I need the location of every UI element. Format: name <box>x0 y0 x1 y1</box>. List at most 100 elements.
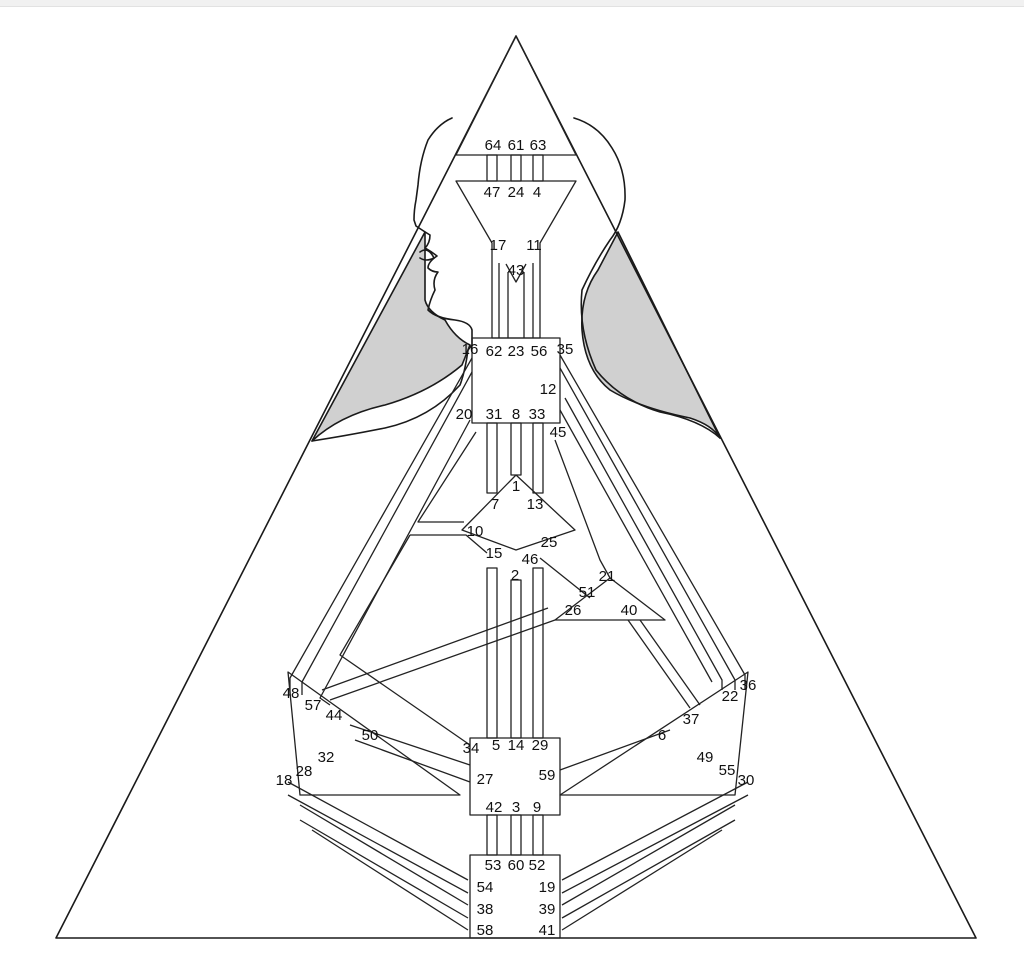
gate-label-55: 55 <box>719 762 736 779</box>
throat-center <box>471 337 561 424</box>
channel-35-36-a <box>559 354 746 690</box>
gate-label-61: 61 <box>508 137 525 154</box>
channel-18-58-a <box>287 794 469 894</box>
gate-label-35: 35 <box>557 341 574 358</box>
heart-center <box>554 577 666 621</box>
channel-9-52 <box>532 814 544 856</box>
channel-16-48-a <box>289 357 473 695</box>
top-bar <box>0 0 1024 7</box>
gate-label-32: 32 <box>318 749 335 766</box>
channel-32-54 <box>354 739 471 783</box>
channel-49-19-b <box>561 829 723 931</box>
solar-plexus-center <box>559 671 749 796</box>
channel-31-7 <box>486 422 498 494</box>
channel-46-29 <box>532 567 544 739</box>
channel-63-4 <box>532 154 544 182</box>
channel-20-57-a <box>319 419 471 706</box>
g-center <box>461 474 576 551</box>
gate-label-16: 16 <box>462 341 479 358</box>
channel-20-10 <box>417 431 477 523</box>
gate-label-58: 58 <box>477 922 494 939</box>
channel-3-60 <box>510 814 522 856</box>
gate-label-1: 1 <box>512 478 520 495</box>
channel-42-53 <box>486 814 498 856</box>
gate-label-52: 52 <box>529 857 546 874</box>
gate-label-11: 11 <box>526 237 542 254</box>
sacral-center <box>469 737 561 816</box>
channel-26-44-a <box>329 619 556 701</box>
channel-12-22-a <box>564 397 723 690</box>
gate-label-62: 62 <box>486 343 503 360</box>
gate-label-27: 27 <box>477 771 494 788</box>
gate-label-37: 37 <box>683 711 700 728</box>
channel-45-21 <box>554 439 611 579</box>
gate-label-26: 26 <box>565 602 582 619</box>
gate-label-53: 53 <box>485 857 502 874</box>
gate-label-63: 63 <box>530 137 547 154</box>
gate-label-23: 23 <box>508 343 525 360</box>
gate-label-28: 28 <box>296 763 313 780</box>
gate-label-25: 25 <box>541 534 558 551</box>
person-back <box>573 117 721 439</box>
gate-label-4: 4 <box>533 184 541 201</box>
person-lips <box>419 249 435 261</box>
channel-10-34 <box>339 534 471 746</box>
channel-64-47 <box>486 154 498 182</box>
channel-26-44-b <box>321 607 549 691</box>
gate-label-30: 30 <box>738 772 755 789</box>
gate-label-38: 38 <box>477 901 494 918</box>
gate-label-59: 59 <box>539 767 556 784</box>
channel-2-14 <box>510 579 522 739</box>
gate-label-17: 17 <box>490 237 507 254</box>
gate-label-6: 6 <box>658 727 666 744</box>
gate-label-60: 60 <box>508 857 525 874</box>
gate-label-56: 56 <box>531 343 548 360</box>
gate-label-36: 36 <box>740 677 757 694</box>
right-shoulder-shade <box>581 231 721 439</box>
channel-50-27 <box>349 724 471 766</box>
channel-8-1 <box>510 422 522 476</box>
channel-18-58-b <box>299 804 469 906</box>
channel-49-19-a <box>561 819 736 919</box>
channel-55-39-a <box>561 794 749 894</box>
channel-55-39-b <box>561 804 736 906</box>
gate-label-2: 2 <box>511 567 519 584</box>
gate-label-5: 5 <box>492 737 500 754</box>
gate-label-43: 43 <box>508 262 525 279</box>
gate-label-21: 21 <box>599 568 616 585</box>
gate-label-48: 48 <box>283 685 300 702</box>
ajna-center <box>455 180 577 339</box>
gate-label-41: 41 <box>539 922 556 939</box>
gate-label-49: 49 <box>697 749 714 766</box>
channel-10-top <box>410 534 488 554</box>
channel-30-41-a <box>561 781 749 881</box>
gate-label-47: 47 <box>484 184 501 201</box>
gate-label-39: 39 <box>539 901 556 918</box>
gate-label-44: 44 <box>326 707 343 724</box>
gate-label-10: 10 <box>467 523 484 540</box>
channel-32-54-b <box>299 819 469 919</box>
gate-label-34: 34 <box>463 740 480 757</box>
channel-25-51 <box>539 557 591 599</box>
gate-label-8: 8 <box>512 406 520 423</box>
channel-61-24 <box>510 154 522 182</box>
gate-label-24: 24 <box>508 184 525 201</box>
gate-label-9: 9 <box>533 799 541 816</box>
gate-label-57: 57 <box>305 697 322 714</box>
channel-59-6 <box>559 729 671 771</box>
gate-label-40: 40 <box>621 602 638 619</box>
gate-label-19: 19 <box>539 879 556 896</box>
channel-15-5 <box>486 567 498 739</box>
channel-43-notch <box>505 263 527 283</box>
gate-label-50: 50 <box>362 727 379 744</box>
channel-12-22-b <box>559 409 713 683</box>
channel-33-13 <box>532 422 544 494</box>
channel-40-37-a <box>627 619 691 709</box>
gate-label-31: 31 <box>486 406 503 423</box>
person-silhouette <box>311 117 473 442</box>
gate-label-29: 29 <box>532 737 549 754</box>
root-center <box>469 854 561 939</box>
gate-label-42: 42 <box>486 799 503 816</box>
gate-label-13: 13 <box>527 496 544 513</box>
